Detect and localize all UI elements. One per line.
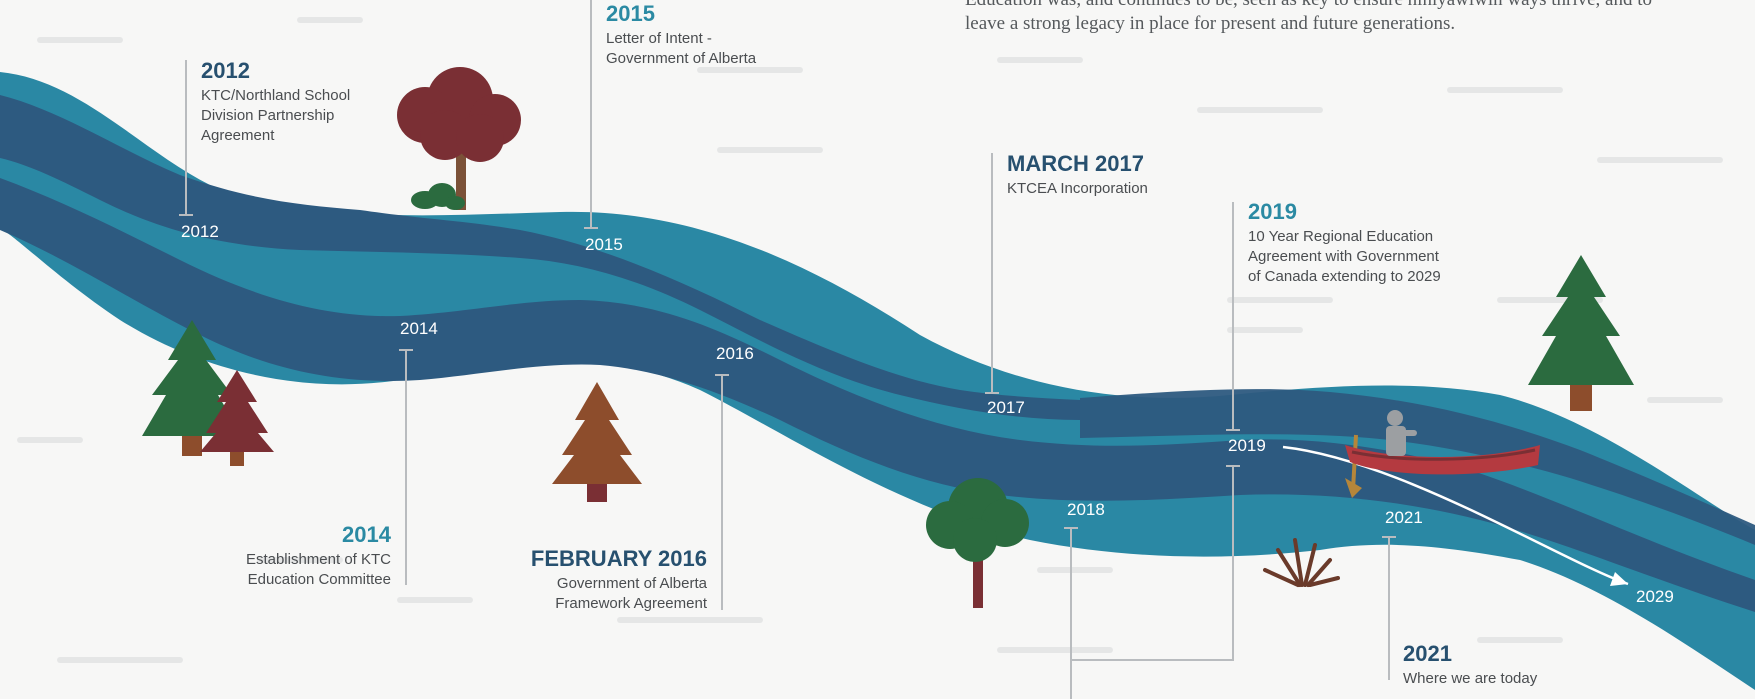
event-description: Establishment of KTC Education Committee: [245, 551, 391, 588]
event-year: 2021: [1403, 641, 1452, 666]
river-year-2016: 2016: [716, 344, 754, 363]
event-description: KTC/Northland School Division Partnershi…: [201, 87, 351, 144]
background-texture: [17, 17, 1723, 663]
event-year: 2019: [1248, 199, 1297, 224]
event-description: Letter of Intent - Government of Alberta: [606, 30, 757, 67]
event-description: Where we are today: [1403, 670, 1538, 687]
event-year: FEBRUARY 2016: [530, 546, 707, 571]
river-year-2029: 2029: [1636, 587, 1674, 606]
event-2015: 2015 Letter of Intent - Government of Al…: [606, 1, 756, 69]
event-year: MARCH 2017: [1007, 151, 1144, 176]
river-year-2018: 2018: [1067, 500, 1105, 519]
paddler-icon: [1386, 410, 1417, 456]
canoe-icon: [1345, 434, 1540, 498]
event-february-2016: FEBRUARY 2016 Government of Alberta Fram…: [480, 546, 707, 614]
bush-icon: [411, 183, 465, 210]
event-2019: 2019 10 Year Regional Education Agreemen…: [1248, 199, 1441, 287]
event-description: 10 Year Regional Education Agreement wit…: [1248, 228, 1441, 285]
event-2014: 2014 Establishment of KTC Education Comm…: [180, 522, 391, 590]
river-year-2019: 2019: [1228, 436, 1266, 455]
event-year: 2015: [606, 1, 655, 26]
river-year-2014: 2014: [400, 319, 438, 338]
river-year-2015: 2015: [585, 235, 623, 254]
river-band-navy-3: [1080, 389, 1755, 545]
leader-lines: [179, 0, 1396, 699]
river-year-2021: 2021: [1385, 508, 1423, 527]
event-2012: 2012 KTC/Northland School Division Partn…: [201, 58, 350, 146]
grass-icon: [1263, 538, 1340, 587]
river-year-2012: 2012: [181, 222, 219, 241]
tree-icon: [926, 478, 1029, 608]
intro-paragraph: Education was, and continues to be, seen…: [965, 0, 1652, 34]
pine-tree-icon: [142, 320, 274, 466]
pine-tree-icon: [552, 382, 642, 502]
pine-tree-icon: [1528, 255, 1634, 411]
river: [0, 72, 1755, 690]
future-arrow: [1282, 445, 1629, 586]
river-band-navy-1: [0, 95, 1080, 420]
event-year: 2014: [342, 522, 391, 547]
event-description: KTCEA Incorporation: [1007, 180, 1148, 197]
event-year: 2012: [201, 58, 250, 83]
tree-icon: [397, 67, 521, 210]
event-2021: 2021 Where we are today: [1403, 641, 1537, 689]
river-year-2017: 2017: [987, 398, 1025, 417]
event-description: Government of Alberta Framework Agreemen…: [555, 575, 707, 612]
event-march-2017: MARCH 2017 KTCEA Incorporation: [1007, 151, 1148, 199]
